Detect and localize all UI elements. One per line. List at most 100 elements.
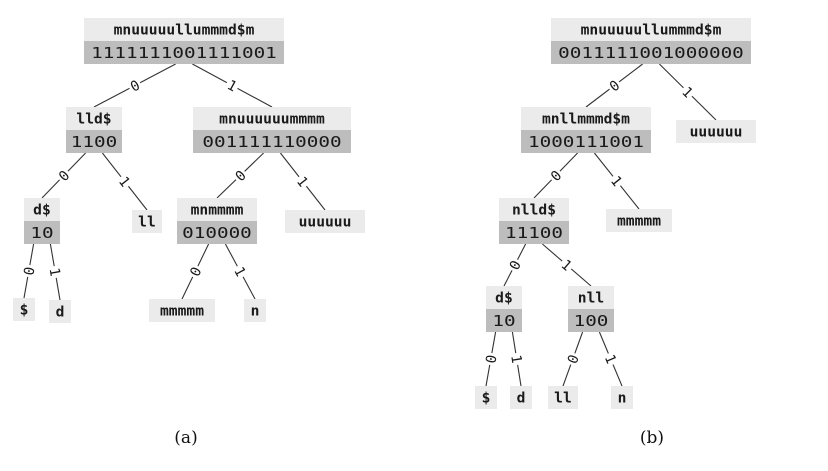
node-label-box xyxy=(285,210,365,233)
node-bits-box xyxy=(193,130,351,153)
node-bits: 1000111001 xyxy=(528,133,644,151)
tree-a-edge-bit-a_ll-a_lll: 0 xyxy=(19,265,36,276)
node-label-box xyxy=(676,120,756,143)
node-bits: 10 xyxy=(492,312,515,330)
node-label-box xyxy=(49,300,71,323)
tree-b-node-b_llr: nll 100 xyxy=(568,286,614,332)
node-label-box xyxy=(177,198,257,221)
tree-b-node-b_lllr: d xyxy=(510,386,532,409)
tree-a-node-a_lr: ll xyxy=(132,210,162,233)
node-label: d$ xyxy=(495,291,513,307)
node-bits-box xyxy=(499,221,569,244)
tree-b-node-b_llrr: n xyxy=(611,386,633,409)
node-label-box xyxy=(499,198,569,221)
node-label: mmmmm xyxy=(160,304,204,320)
tree-b-edge-bit-bg xyxy=(604,75,624,96)
node-bits: 1111111001111001 xyxy=(91,44,277,62)
tree-b-node-b_l: mnllmmmd$m 1000111001 xyxy=(521,107,651,153)
node-label: nll xyxy=(578,291,604,307)
node-label-box xyxy=(611,386,633,409)
tree-a-node-a_lll: $ xyxy=(13,298,35,321)
tree-b-edge-bit-bg xyxy=(556,255,577,275)
tree-b-node-b_llll: $ xyxy=(475,386,497,409)
node-label-box xyxy=(66,107,122,130)
node-bits-box xyxy=(177,221,257,244)
node-bits: 010000 xyxy=(182,224,252,242)
node-bits-box xyxy=(521,130,651,153)
tree-b-edge-bit-bg xyxy=(563,350,583,368)
node-bits-box xyxy=(66,130,122,153)
tree-b-edge-bit-bg xyxy=(504,256,525,274)
node-label: d xyxy=(56,305,65,321)
node-label: mmmmm xyxy=(617,214,661,230)
tree-a-node-a_llr: d xyxy=(49,300,71,323)
tree-a-edge-bit-bg xyxy=(46,264,65,280)
tree-a-node-a_l: lld$ 1100 xyxy=(66,107,122,153)
node-label-box xyxy=(568,286,614,309)
tree-b-edge-bit-bg xyxy=(677,82,698,102)
node-bits-box xyxy=(84,41,284,64)
node-label-box xyxy=(193,107,351,130)
node-label-box xyxy=(84,18,284,41)
node-bits: 0011111001000000 xyxy=(558,44,744,62)
node-label-box xyxy=(244,299,266,322)
node-bits-box xyxy=(568,309,614,332)
caption-b: (b) xyxy=(640,428,664,448)
tree-a-edge-bit-bg xyxy=(125,75,144,96)
tree-a-edge-bit-bg xyxy=(185,262,206,281)
node-label: n xyxy=(251,304,260,320)
tree-b-node-b_lll: d$ 10 xyxy=(486,286,522,332)
tree-a-node-a_rr: uuuuuu xyxy=(285,210,365,233)
tree-b-edge-bit-bg xyxy=(545,165,566,186)
tree-a-node-a_r: mnuuuuuummmm 001111110000 xyxy=(193,107,351,153)
node-bits: 100 xyxy=(574,312,609,330)
node-label: uuuuuu xyxy=(299,215,352,231)
node-bits-box xyxy=(24,221,60,244)
node-label: $ xyxy=(20,303,29,319)
tree-a-node-a_ll: d$10 xyxy=(24,198,60,244)
tree-a-edge-bit-bg xyxy=(223,75,242,96)
node-label: mnllmmmd$m xyxy=(542,112,630,128)
node-label: lld$ xyxy=(76,112,111,128)
node-label-box xyxy=(548,386,578,409)
node-label: mnuuuuuummmm xyxy=(219,112,325,128)
node-label: mnmmmm xyxy=(191,203,244,219)
node-bits: 1100 xyxy=(71,133,117,151)
tree-b-node-b_llrl: ll xyxy=(548,386,578,409)
node-label: d$ xyxy=(33,203,51,219)
tree-b-edge-bit-b_lll-b_lllr: 1 xyxy=(507,354,524,365)
nodes-layer: mnuuuuullummmd$m1111111001111001lld$1100… xyxy=(13,18,756,409)
node-label-box xyxy=(132,210,162,233)
tree-a-edge-bit-bg xyxy=(230,262,251,281)
node-label-box xyxy=(551,18,751,41)
node-bits-box xyxy=(551,41,751,64)
tree-a-edge-bit-bg xyxy=(19,263,38,279)
node-label-box xyxy=(486,286,522,309)
node-label-box xyxy=(521,107,651,130)
tree-b-edge-bit-b_lll-b_llll: 0 xyxy=(481,353,498,364)
tree-a-edge-bit-bg xyxy=(292,171,313,192)
node-bits: 001111110000 xyxy=(202,133,341,151)
tree-a-node-a_rlr: n xyxy=(244,299,266,322)
tree-b-edge-bit-bg xyxy=(481,351,500,367)
tree-b-node-b_lr: mmmmm xyxy=(606,209,672,232)
node-label-box xyxy=(510,386,532,409)
node-bits-box xyxy=(486,309,522,332)
caption-a: (a) xyxy=(174,428,197,448)
tree-a-edge-bit-bg xyxy=(230,165,251,186)
tree-a-node-a_root: mnuuuuullummmd$m 1111111001111001 xyxy=(84,18,284,64)
node-label: nlld$ xyxy=(512,203,556,219)
node-label: uuuuuu xyxy=(690,125,743,141)
node-label-box xyxy=(475,386,497,409)
node-label: mnuuuuullummmd$m xyxy=(114,23,255,39)
node-label: d xyxy=(517,391,526,407)
node-label-box xyxy=(24,198,60,221)
tree-b-edge-bit-bg xyxy=(606,171,627,191)
tree-a-edge-bit-a_ll-a_llr: 1 xyxy=(46,267,63,278)
node-label-box xyxy=(13,298,35,321)
node-label-box xyxy=(149,299,215,322)
node-label: ll xyxy=(138,215,156,231)
